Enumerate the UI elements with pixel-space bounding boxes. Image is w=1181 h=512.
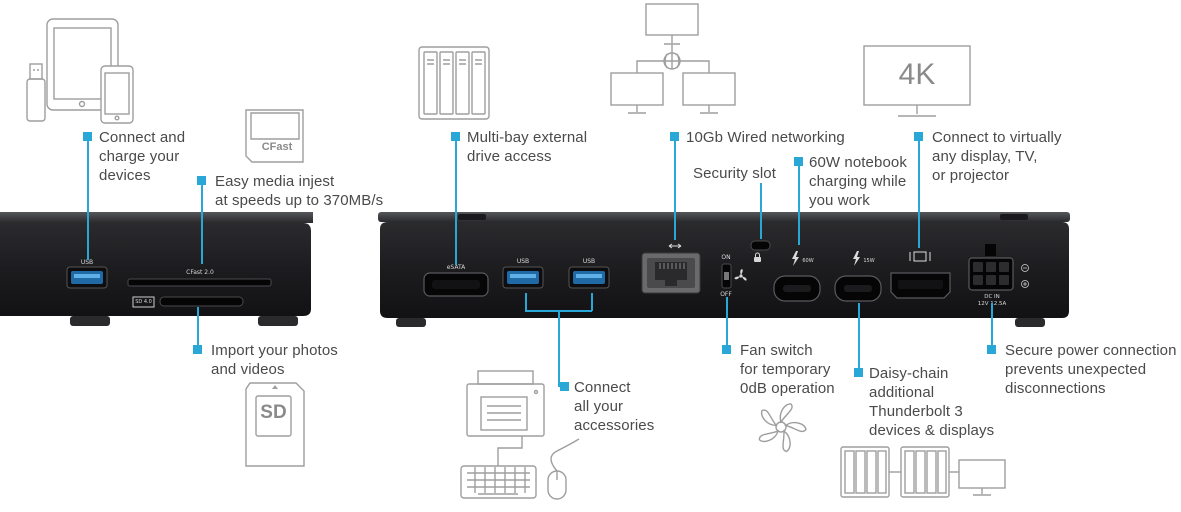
callout-import-photos: Import your photos and videos — [211, 342, 338, 378]
dc-in-label: DC IN 12V 12.5A — [977, 294, 1007, 307]
monitor-4k-text: 4K — [898, 58, 936, 91]
mouse-icon — [547, 438, 580, 500]
callout-marker-daisy — [854, 368, 863, 377]
sd-card-icon — [245, 382, 305, 467]
fan-switch-off-label: OFF — [720, 291, 732, 298]
cfast-card-icon — [245, 109, 304, 163]
sd-slot-label: SD 4.0 — [135, 299, 152, 305]
callout-marker-power — [987, 345, 996, 354]
callout-networking: 10Gb Wired networking — [686, 129, 845, 146]
dock-right-section — [378, 212, 1070, 327]
callout-marker-network — [670, 132, 679, 141]
keyboard-icon — [460, 436, 537, 499]
fan-switch-on-label: ON — [721, 254, 731, 261]
4k-monitor-icon — [863, 45, 971, 117]
callout-display: Connect to virtually any display, TV, or… — [932, 129, 1062, 184]
callout-security-slot: Security slot — [693, 165, 776, 182]
callout-daisy-chain: Daisy-chain additional Thunderbolt 3 dev… — [869, 365, 995, 439]
callout-marker-display — [914, 132, 923, 141]
callout-marker-drive — [451, 132, 460, 141]
callout-marker-media — [197, 176, 206, 185]
fan-icon — [758, 403, 807, 453]
tb-15w-label: 15W — [863, 258, 875, 264]
tb-60w-label: 60W — [802, 258, 814, 264]
usb-stick-icon — [26, 63, 46, 122]
callout-notebook-charging: 60W notebook charging while you work — [809, 154, 907, 209]
callout-marker-fan — [722, 345, 731, 354]
callout-charge-devices: Connect and charge your devices — [99, 129, 186, 184]
cfast-card-text: CFast — [261, 141, 293, 153]
callout-marker-charge — [83, 132, 92, 141]
callout-fan-switch: Fan switch for temporary 0dB operation — [740, 342, 835, 397]
daisy-chain-devices-icon — [840, 446, 1006, 498]
usb-port-label-1: USB — [516, 258, 530, 265]
callout-media-ingest: Easy media injest at speeds up to 370MB/… — [215, 173, 384, 209]
usb-port-label-2: USB — [582, 258, 596, 265]
cfast-slot-label: CFast 2.0 — [186, 269, 214, 276]
callout-marker-photos — [193, 345, 202, 354]
esata-port-label: eSATA — [446, 264, 466, 271]
callout-marker-charging60 — [794, 157, 803, 166]
smartphone-icon — [100, 65, 134, 124]
dock-left-section — [0, 212, 313, 326]
callout-marker-accessories — [560, 382, 569, 391]
drive-bay-icon — [418, 46, 490, 120]
callout-accessories: Connect all your accessories — [574, 379, 655, 434]
callout-multi-bay-drive: Multi-bay external drive access — [467, 129, 588, 165]
network-diagram-icon — [610, 3, 736, 114]
sd-card-text: SD — [260, 402, 287, 423]
callout-power-connection: Secure power connection prevents unexpec… — [1005, 342, 1177, 397]
usb-port-label-left: USB — [80, 259, 94, 266]
tablet-icon — [46, 18, 119, 111]
printer-icon — [466, 370, 545, 437]
